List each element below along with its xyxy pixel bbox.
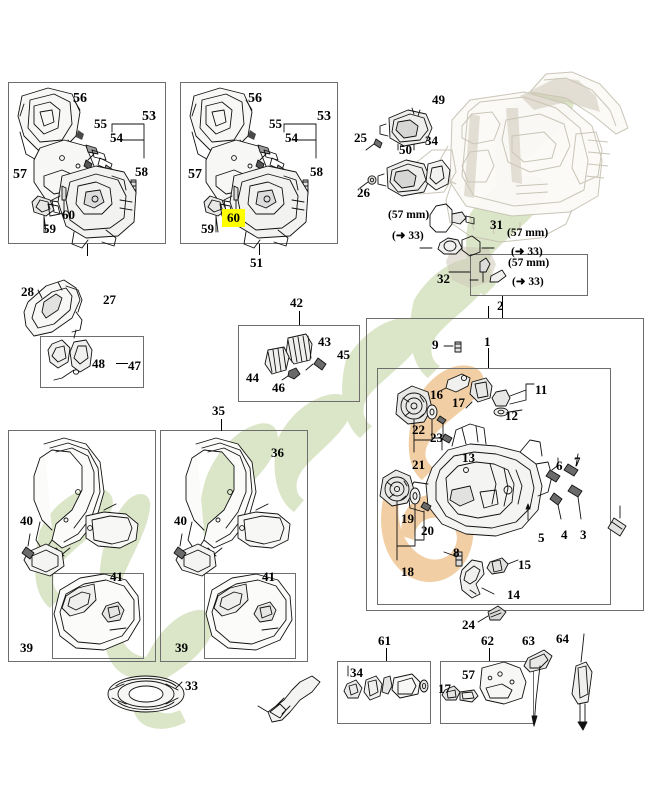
callout-34: 34 [425,133,438,148]
callout-31: 31 [490,217,503,232]
callout-42: 42 [290,295,303,310]
callout-1: 1 [484,334,491,349]
callout-32: 32 [437,271,450,286]
callout-53: 53 [142,109,156,124]
group-box-g42 [238,325,360,402]
callout-43: 43 [318,334,331,349]
callout-15: 15 [518,557,531,572]
callout-41: 41 [262,569,275,584]
callout-55: 55 [94,116,107,131]
group-box-g39a [52,573,144,659]
callout-24: 24 [462,617,475,632]
callout-34: 34 [350,665,363,680]
callout-60: 60 [62,207,75,222]
group-box-g51 [8,82,166,244]
group-box-g61 [337,661,431,724]
callout-48: 48 [92,356,105,371]
callout-17: 17 [438,681,451,696]
callout-54: 54 [110,130,123,145]
callout-18: 18 [401,564,414,579]
callout-61: 61 [378,633,391,648]
callout-39: 39 [20,640,33,655]
leader-l2 [502,296,503,308]
group-box-g1i [377,368,611,605]
callout-57: 57 [188,167,202,182]
callout-45: 45 [337,347,350,362]
callout-25: 25 [354,130,367,145]
callout-59: 59 [201,221,214,236]
callout-21: 21 [412,457,425,472]
callout-12: 12 [505,408,518,423]
note-n1: (57 mm) [388,209,430,221]
leader-l51b [259,244,260,255]
callout-16: 16 [430,387,443,402]
callout-57: 57 [462,667,475,682]
callout-40: 40 [20,513,33,528]
note-n2: (➜ 33) [392,230,424,242]
callout-49: 49 [432,92,445,107]
group-box-g62 [440,661,534,724]
callout-58: 58 [135,164,148,179]
callout-2: 2 [497,298,504,313]
callout-56: 56 [248,91,262,106]
note-n5: (57 mm) [508,257,550,269]
callout-58: 58 [310,164,323,179]
leader-l62 [489,648,490,661]
leader-l42 [299,311,300,325]
group-box-g51b [180,82,338,244]
callout-55: 55 [269,116,282,131]
note-n3: (57 mm) [507,227,549,239]
callout-22: 22 [412,422,425,437]
callout-59: 59 [43,221,56,236]
callout-28: 28 [21,284,34,299]
callout-33: 33 [185,678,198,693]
callout-63: 63 [522,633,535,648]
callout-56: 56 [73,91,87,106]
callout-35: 35 [212,403,225,418]
callout-26: 26 [357,185,370,200]
callout-17: 17 [452,395,465,410]
note-n6: (➜ 33) [512,276,544,288]
callout-9: 9 [432,337,439,352]
callout-54: 54 [285,130,298,145]
callout-64: 64 [556,631,569,646]
callout-39: 39 [175,640,188,655]
leader-l35 [221,419,222,431]
callout-60-highlighted: 60 [222,209,245,227]
callout-51: 51 [250,255,263,270]
callout-36: 36 [271,445,284,460]
leader-l1b [488,348,489,368]
leader-l47 [116,363,128,364]
callout-47: 47 [128,358,141,373]
callout-14: 14 [507,587,520,602]
callout-8: 8 [453,545,460,560]
callout-20: 20 [421,523,434,538]
callout-40: 40 [174,513,187,528]
callout-27: 27 [103,292,116,307]
group-box-g39 [204,573,296,659]
leader-l2b [502,306,503,318]
callout-7: 7 [574,454,581,469]
callout-46: 46 [272,380,285,395]
callout-23: 23 [430,430,443,445]
callout-44: 44 [246,370,259,385]
callout-5: 5 [538,530,545,545]
callout-41: 41 [110,569,123,584]
callout-62: 62 [481,633,494,648]
callout-6: 6 [556,458,563,473]
callout-50: 50 [399,142,412,157]
callout-19: 19 [401,511,414,526]
group-box-g47 [40,336,144,388]
callout-3: 3 [580,527,587,542]
callout-53: 53 [317,109,331,124]
callout-11: 11 [535,382,548,397]
callout-13: 13 [462,450,475,465]
leader-l51a [87,244,88,256]
callout-4: 4 [561,527,568,542]
callout-57: 57 [13,167,27,182]
leader-l61 [386,648,387,661]
leader-l1a [488,306,489,318]
